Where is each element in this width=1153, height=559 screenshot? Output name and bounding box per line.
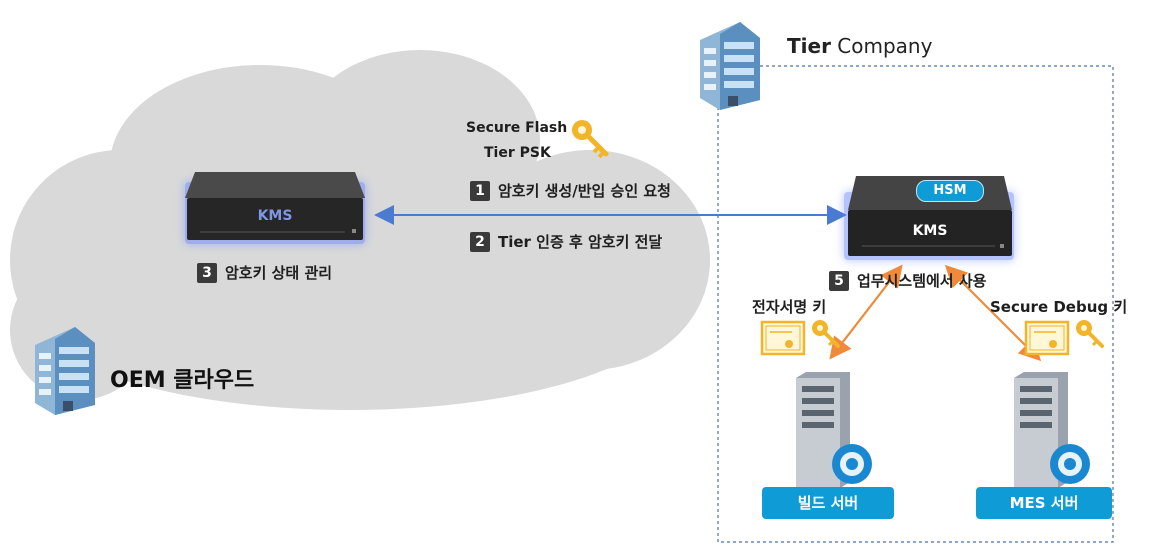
tier-brand: Tier <box>787 34 831 58</box>
mes-server-label: MES 서버 <box>976 487 1112 519</box>
step-1-text: 암호키 생성/반입 승인 요청 <box>498 182 671 200</box>
step-2: 2 Tier 인증 후 암호키 전달 <box>470 231 662 252</box>
step-1-badge: 1 <box>470 180 490 201</box>
mes-server-icon <box>1014 372 1090 488</box>
step-5-text: 업무시스템에서 사용 <box>857 272 987 290</box>
step-2-text: Tier 인증 후 암호키 전달 <box>498 233 663 251</box>
psk-key-icon <box>572 120 609 159</box>
oem-cloud-label: OEM 클라우드 <box>110 368 255 393</box>
step-2-badge: 2 <box>470 231 490 252</box>
sign-certificate-icon <box>760 320 806 356</box>
build-server-label: 빌드 서버 <box>762 487 894 519</box>
kms-left-device <box>185 172 365 244</box>
kms-left-label: KMS <box>257 208 293 224</box>
step-5-badge: 5 <box>829 270 849 291</box>
tier-suffix: Company <box>837 34 933 58</box>
step-5: 5 업무시스템에서 사용 <box>829 270 986 291</box>
step-3: 3 암호키 상태 관리 <box>197 262 332 283</box>
tier-company-boundary <box>717 65 1114 543</box>
sign-key-label: 전자서명 키 <box>752 298 827 316</box>
tier-building-icon <box>700 22 760 110</box>
hsm-badge: HSM <box>916 180 984 202</box>
step-1: 1 암호키 생성/반입 승인 요청 <box>470 180 671 201</box>
kms-right-label: KMS <box>912 223 948 239</box>
arrow-to-mes-server <box>944 264 1042 362</box>
debug-key-label: Secure Debug 키 <box>990 298 1128 316</box>
build-server-icon <box>796 372 872 488</box>
step-3-text: 암호키 상태 관리 <box>225 264 333 282</box>
debug-key-icon <box>1076 320 1104 348</box>
psk-line2: Tier PSK <box>484 145 551 161</box>
arrow-to-build-server <box>829 264 903 360</box>
tier-company-title: Tier Company <box>787 34 932 58</box>
sign-key-icon <box>812 320 840 348</box>
psk-line1: Secure Flash <box>466 120 568 136</box>
step-3-badge: 3 <box>197 262 217 283</box>
oem-building-icon <box>35 327 95 415</box>
debug-certificate-icon <box>1024 320 1070 356</box>
